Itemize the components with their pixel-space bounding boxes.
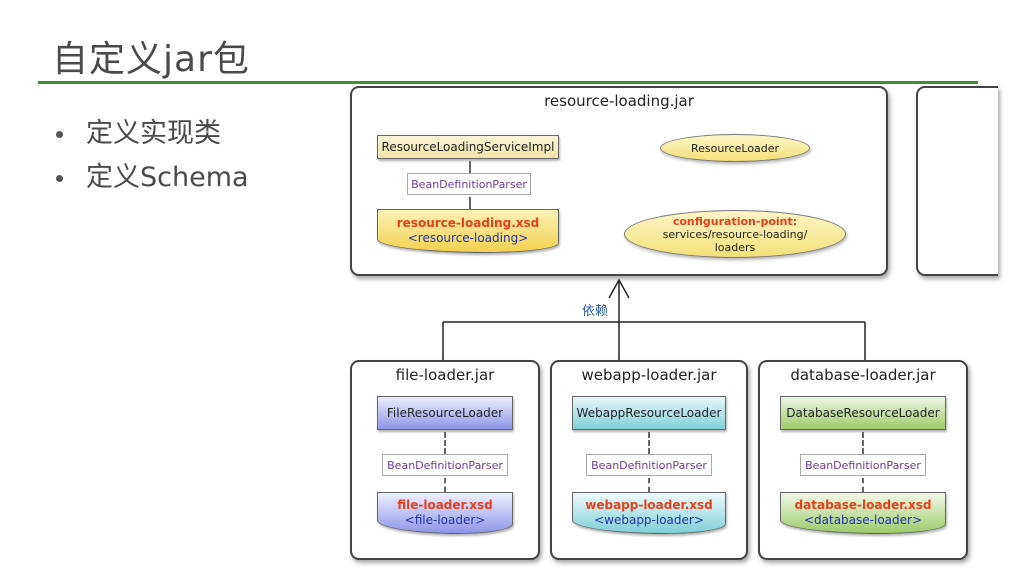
architecture-diagram: resource-loading.jar ResourceLoadingServ… (330, 84, 998, 564)
database-loader-jar-panel: database-loader.jar DatabaseResourceLoad… (758, 360, 968, 560)
bullet-text: 定义实现类 (86, 118, 221, 149)
impl-class-box: ResourceLoadingServiceImpl (377, 135, 559, 159)
resource-loading-jar-panel: resource-loading.jar ResourceLoadingServ… (350, 86, 888, 276)
bullet-text: 定义Schema (86, 162, 249, 193)
dashed-connector (469, 161, 471, 173)
file-loader-jar-panel: file-loader.jar FileResourceLoader BeanD… (350, 360, 540, 560)
dashed-connector (862, 478, 864, 492)
xsd-tag: <resource-loading> (407, 231, 529, 245)
xsd-schema-box: webapp-loader.xsd <webapp-loader> (572, 492, 726, 534)
parser-box: BeanDefinitionParser (800, 454, 926, 476)
xsd-name: resource-loading.xsd (396, 216, 540, 230)
dashed-connector (862, 432, 864, 454)
xsd-schema-box: resource-loading.xsd <resource-loading> (377, 209, 559, 253)
panel-title: resource-loading.jar (544, 92, 694, 110)
xsd-tag: <database-loader> (803, 513, 923, 527)
dashed-connector (648, 432, 650, 454)
xsd-name: database-loader.xsd (794, 498, 932, 512)
partial-panel (916, 86, 998, 276)
panel-title: database-loader.jar (790, 366, 936, 384)
config-point-path: loaders (714, 240, 756, 254)
bullet-list: 定义实现类 定义Schema (52, 112, 249, 200)
dashed-connector (444, 478, 446, 492)
parser-box: BeanDefinitionParser (407, 173, 531, 195)
slide-title: 自定义jar包 (52, 39, 250, 80)
dependency-label: 依赖 (582, 304, 609, 319)
configuration-point-oval: configuration-point: services/resource-l… (624, 210, 846, 258)
config-point-path: services/resource-loading/ (662, 227, 808, 241)
panel-title: webapp-loader.jar (581, 366, 717, 384)
bullet-dot-icon (56, 131, 63, 138)
bullet-dot-icon (56, 175, 63, 182)
resource-loader-interface-oval: ResourceLoader (660, 134, 810, 162)
webapp-loader-jar-panel: webapp-loader.jar WebappResourceLoader B… (550, 360, 748, 560)
parser-box: BeanDefinitionParser (586, 454, 712, 476)
xsd-name: file-loader.xsd (397, 498, 493, 512)
interface-name: ResourceLoader (690, 141, 780, 155)
parser-box: BeanDefinitionParser (382, 454, 508, 476)
xsd-schema-box: database-loader.xsd <database-loader> (780, 492, 946, 534)
bullet-item: 定义Schema (52, 156, 249, 200)
panel-title: file-loader.jar (395, 366, 495, 384)
xsd-schema-box: file-loader.xsd <file-loader> (377, 492, 513, 534)
xsd-tag: <file-loader> (404, 513, 486, 527)
config-point-label: configuration-point: (672, 214, 798, 228)
dashed-connector (648, 478, 650, 492)
bullet-item: 定义实现类 (52, 112, 249, 156)
title-rule (38, 81, 978, 84)
loader-impl-box: FileResourceLoader (377, 396, 513, 430)
loader-impl-box: WebappResourceLoader (572, 396, 726, 430)
xsd-name: webapp-loader.xsd (585, 498, 713, 512)
xsd-tag: <webapp-loader> (594, 513, 704, 527)
dashed-connector (444, 432, 446, 454)
dashed-connector (469, 197, 471, 209)
loader-impl-box: DatabaseResourceLoader (780, 396, 946, 430)
